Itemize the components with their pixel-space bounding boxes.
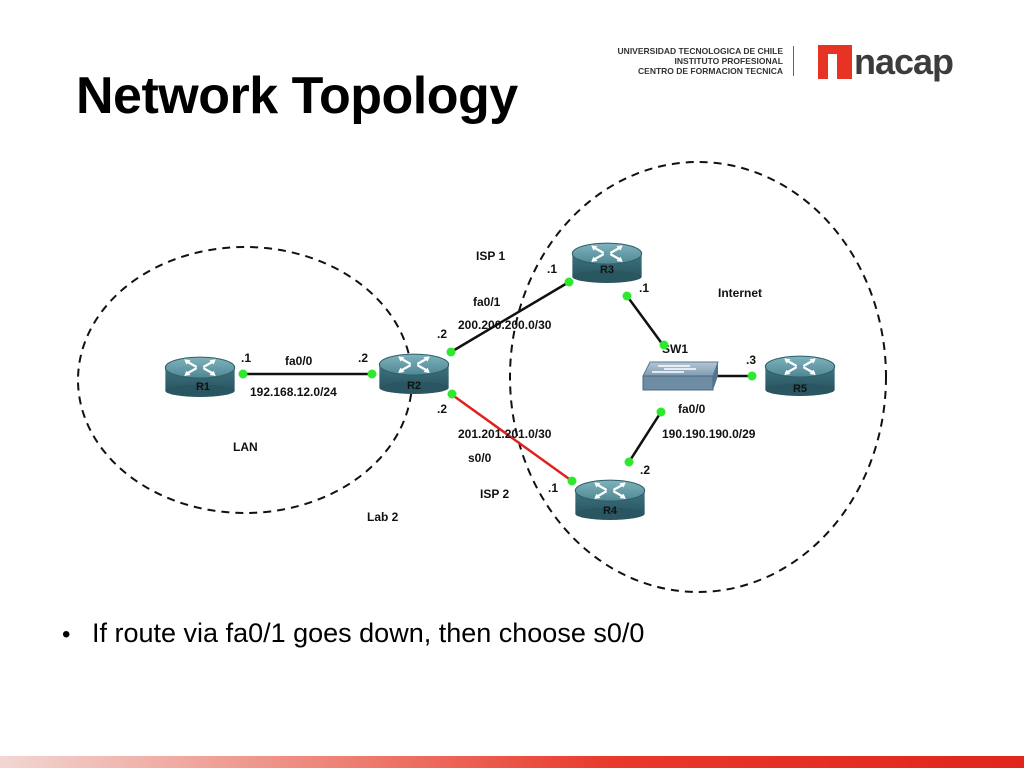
port-dot-r3-left (564, 277, 574, 287)
label-r3-left-port: .1 (547, 262, 557, 276)
link-r3-sw1 (625, 295, 665, 346)
label-sw1-interface: fa0/0 (678, 402, 706, 416)
port-dot-sw1-top (659, 340, 669, 350)
port-dot-sw1-right (747, 371, 757, 381)
label-r4-left-port: .1 (548, 481, 558, 495)
port-dot-r3-bottom (622, 291, 632, 301)
port-dot-sw1-bottom (656, 407, 666, 417)
label-isp2-network: 201.201.201.0/30 (458, 427, 552, 441)
institution-line-1: UNIVERSIDAD TECNOLOGICA DE CHILE (617, 46, 783, 56)
label-r1-r2-interface: fa0/0 (285, 354, 313, 368)
router-r1[interactable]: R1 (164, 355, 236, 397)
label-r1-port: .1 (241, 351, 251, 365)
label-r3-bottom-port: .1 (639, 281, 649, 295)
port-dots (238, 277, 757, 486)
label-lan-network: 192.168.12.0/24 (250, 385, 337, 399)
logo-text: nacap (854, 41, 954, 82)
label-isp1: ISP 1 (476, 249, 505, 263)
port-dot-r4-left (567, 476, 577, 486)
switch-sw1-side (713, 362, 718, 390)
bullet-text: If route via fa0/1 goes down, then choos… (92, 618, 645, 648)
logo-mark-icon (818, 45, 852, 79)
bullet-marker: • (62, 621, 71, 648)
label-internet-network: 190.190.190.0/29 (662, 427, 756, 441)
port-dot-r2-top (446, 347, 456, 357)
switch-sw1[interactable] (642, 361, 719, 391)
switch-sw1-label: SW1 (662, 342, 688, 356)
router-r2[interactable]: R2 (378, 352, 450, 394)
label-r4-top-port: .2 (640, 463, 650, 477)
institution-text: UNIVERSIDAD TECNOLOGICA DE CHILE INSTITU… (618, 46, 794, 76)
label-r2-top-port: .2 (437, 327, 447, 341)
institution-line-2: INSTITUTO PROFESIONAL (674, 56, 783, 66)
link-r2-r4-serial (450, 392, 573, 483)
router-r1-label: R1 (196, 381, 210, 393)
label-isp1-network: 200.200.200.0/30 (458, 318, 552, 332)
port-dot-r1 (238, 369, 248, 379)
internet-region-boundary (509, 161, 887, 593)
router-r3[interactable]: R3 (571, 241, 643, 283)
label-r2-left-port: .2 (358, 351, 368, 365)
footer-bar (0, 756, 1024, 768)
port-dot-r2-bottom (447, 389, 457, 399)
label-r2-s00: s0/0 (468, 451, 492, 465)
link-sw1-r4 (627, 411, 663, 463)
label-isp2: ISP 2 (480, 487, 509, 501)
institution-line-3: CENTRO DE FORMACION TECNICA (638, 66, 783, 76)
label-lan-region: LAN (233, 440, 258, 454)
router-r4-label: R4 (603, 505, 618, 517)
router-r3-label: R3 (600, 264, 614, 276)
lan-region-boundary (77, 246, 413, 514)
link-r2-r3 (450, 280, 570, 354)
label-r2-fa01: fa0/1 (473, 295, 501, 309)
router-r2-label: R2 (407, 380, 421, 392)
switch-sw1-front (642, 375, 714, 391)
label-lab-region: Lab 2 (367, 510, 399, 524)
router-r4[interactable]: R4 (574, 478, 646, 520)
label-r5-port: .3 (746, 353, 756, 367)
bullet-item: • If route via fa0/1 goes down, then cho… (62, 618, 644, 649)
slide-title: Network Topology (76, 67, 518, 125)
label-internet-region: Internet (718, 286, 762, 300)
inacap-logo: nacap (818, 41, 954, 82)
port-dot-r2-left (367, 369, 377, 379)
router-r5-label: R5 (793, 383, 807, 395)
port-dot-r4-top (624, 457, 634, 467)
router-r5[interactable]: R5 (764, 354, 836, 396)
label-r2-bottom-port: .2 (437, 402, 447, 416)
